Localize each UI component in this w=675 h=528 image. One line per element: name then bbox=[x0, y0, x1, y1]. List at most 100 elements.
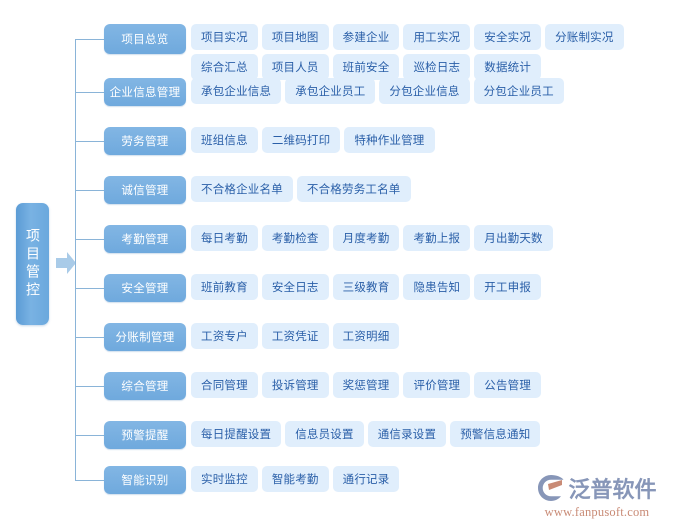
leaf-node[interactable]: 合同管理 bbox=[191, 372, 258, 398]
category-node[interactable]: 综合管理 bbox=[104, 372, 186, 400]
category-node[interactable]: 诚信管理 bbox=[104, 176, 186, 204]
category-node[interactable]: 安全管理 bbox=[104, 274, 186, 302]
leaf-node[interactable]: 通行记录 bbox=[332, 466, 400, 492]
leaf-label: 隐患告知 bbox=[413, 282, 461, 294]
category-node[interactable]: 项目总览 bbox=[104, 24, 186, 54]
category-label: 智能识别 bbox=[121, 475, 169, 487]
leaf-node[interactable]: 承包企业员工 bbox=[285, 78, 376, 104]
connector-branch bbox=[75, 386, 104, 387]
leaf-label: 分包企业员工 bbox=[483, 86, 554, 98]
category-row: 安全管理 班前教育 安全日志三级教育 隐患告知 开工申报 bbox=[104, 274, 542, 302]
child-group: 班组信息 二维码打印特种作业管理 bbox=[191, 127, 435, 153]
leaf-node[interactable]: 月出勤天数 bbox=[474, 225, 553, 251]
leaf-node[interactable]: 安全实况 bbox=[474, 24, 542, 50]
leaf-label: 数据统计 bbox=[484, 62, 532, 74]
leaf-node[interactable]: 智能考勤 bbox=[261, 466, 329, 492]
leaf-node[interactable]: 不合格劳务工名单 bbox=[296, 176, 411, 202]
leaf-node[interactable]: 隐患告知 bbox=[403, 274, 471, 300]
leaf-node[interactable]: 奖惩管理 bbox=[332, 372, 400, 398]
category-node[interactable]: 预警提醒 bbox=[104, 421, 186, 449]
leaf-label: 每日考勤 bbox=[201, 233, 248, 245]
child-group: 合同管理 投诉管理 奖惩管理 评价管理 公告管理 bbox=[191, 372, 542, 398]
category-node[interactable]: 考勤管理 bbox=[104, 225, 186, 253]
leaf-node[interactable]: 每日提醒设置 bbox=[191, 421, 282, 447]
leaf-node[interactable]: 项目实况 bbox=[191, 24, 258, 50]
child-subrow: 合同管理 投诉管理 奖惩管理 评价管理 公告管理 bbox=[191, 372, 542, 398]
leaf-node[interactable]: 分包企业信息 bbox=[379, 78, 470, 104]
connector-branch bbox=[75, 239, 104, 240]
leaf-node[interactable]: 项目人员 bbox=[261, 54, 329, 80]
leaf-node[interactable]: 班组信息 bbox=[191, 127, 258, 153]
leaf-label: 不合格劳务工名单 bbox=[306, 184, 401, 196]
leaf-label: 参建企业 bbox=[342, 32, 390, 44]
leaf-node[interactable]: 不合格企业名单 bbox=[191, 176, 293, 202]
leaf-label: 考勤上报 bbox=[413, 233, 461, 245]
leaf-label: 承包企业员工 bbox=[295, 86, 366, 98]
leaf-node[interactable]: 预警信息通知 bbox=[450, 421, 541, 447]
leaf-node[interactable]: 每日考勤 bbox=[191, 225, 258, 251]
leaf-node[interactable]: 考勤上报 bbox=[403, 225, 471, 251]
leaf-label: 奖惩管理 bbox=[342, 380, 390, 392]
child-subrow: 综合汇总项目人员班前安全 巡检日志 数据统计 bbox=[191, 54, 624, 80]
leaf-node[interactable]: 工资明细 bbox=[332, 323, 400, 349]
brand-name: 泛普软件 bbox=[568, 478, 657, 503]
category-label: 综合管理 bbox=[121, 381, 169, 393]
category-label: 分账制管理 bbox=[115, 332, 175, 344]
fanpu-logo-icon bbox=[537, 474, 565, 502]
leaf-node[interactable]: 工资凭证 bbox=[261, 323, 329, 349]
leaf-node[interactable]: 月度考勤 bbox=[332, 225, 400, 251]
leaf-node[interactable]: 考勤检查 bbox=[261, 225, 329, 251]
child-subrow: 班前教育 安全日志三级教育 隐患告知 开工申报 bbox=[191, 274, 542, 300]
leaf-node[interactable]: 分账制实况 bbox=[545, 24, 624, 50]
category-row: 诚信管理 不合格企业名单 不合格劳务工名单 bbox=[104, 176, 411, 204]
leaf-node[interactable]: 工资专户 bbox=[191, 323, 258, 349]
connector-branch bbox=[75, 337, 104, 338]
leaf-node[interactable]: 参建企业 bbox=[332, 24, 400, 50]
root-node-project-control[interactable]: 项目管控 bbox=[16, 203, 49, 325]
leaf-node[interactable]: 二维码打印 bbox=[261, 127, 341, 153]
leaf-node[interactable]: 特种作业管理 bbox=[344, 127, 435, 153]
leaf-node[interactable]: 班前安全 bbox=[332, 54, 400, 80]
leaf-node[interactable]: 数据统计 bbox=[474, 54, 542, 80]
leaf-node[interactable]: 班前教育 bbox=[191, 274, 258, 300]
leaf-label: 合同管理 bbox=[201, 380, 248, 392]
leaf-label: 工资明细 bbox=[342, 331, 390, 343]
leaf-label: 班前教育 bbox=[201, 282, 248, 294]
leaf-node[interactable]: 巡检日志 bbox=[403, 54, 471, 80]
category-label: 项目总览 bbox=[121, 34, 169, 46]
leaf-node[interactable]: 投诉管理 bbox=[261, 372, 329, 398]
category-label: 安全管理 bbox=[121, 283, 169, 295]
leaf-node[interactable]: 评价管理 bbox=[403, 372, 471, 398]
leaf-node[interactable]: 安全日志 bbox=[261, 274, 329, 300]
leaf-node[interactable]: 用工实况 bbox=[403, 24, 471, 50]
leaf-label: 智能考勤 bbox=[271, 474, 319, 486]
leaf-label: 用工实况 bbox=[413, 32, 461, 44]
leaf-label: 每日提醒设置 bbox=[201, 429, 272, 441]
category-node[interactable]: 智能识别 bbox=[104, 466, 186, 494]
leaf-label: 评价管理 bbox=[413, 380, 461, 392]
leaf-label: 月出勤天数 bbox=[484, 233, 543, 245]
leaf-node[interactable]: 项目地图 bbox=[261, 24, 329, 50]
category-node[interactable]: 企业信息管理 bbox=[104, 78, 186, 106]
leaf-node[interactable]: 开工申报 bbox=[474, 274, 542, 300]
child-subrow: 每日考勤 考勤检查月度考勤 考勤上报 月出勤天数 bbox=[191, 225, 553, 251]
right-arrow-icon bbox=[55, 250, 77, 276]
category-row: 项目总览 项目实况项目地图 参建企业 用工实况 安全实况分账制实况综合汇总项目人员班前安… bbox=[104, 24, 624, 80]
leaf-node[interactable]: 通信录设置 bbox=[367, 421, 447, 447]
category-row: 综合管理 合同管理 投诉管理 奖惩管理 评价管理 公告管理 bbox=[104, 372, 542, 400]
leaf-node[interactable]: 实时监控 bbox=[191, 466, 258, 492]
leaf-node[interactable]: 信息员设置 bbox=[285, 421, 364, 447]
leaf-node[interactable]: 三级教育 bbox=[332, 274, 400, 300]
category-node[interactable]: 劳务管理 bbox=[104, 127, 186, 155]
category-node[interactable]: 分账制管理 bbox=[104, 323, 186, 351]
leaf-node[interactable]: 公告管理 bbox=[474, 372, 542, 398]
leaf-node[interactable]: 分包企业员工 bbox=[473, 78, 564, 104]
leaf-node[interactable]: 综合汇总 bbox=[191, 54, 258, 80]
leaf-node[interactable]: 承包企业信息 bbox=[191, 78, 282, 104]
leaf-label: 实时监控 bbox=[201, 474, 248, 486]
leaf-label: 班组信息 bbox=[201, 135, 248, 147]
category-label: 诚信管理 bbox=[121, 185, 169, 197]
connector-branch bbox=[75, 92, 104, 93]
leaf-label: 巡检日志 bbox=[413, 62, 461, 74]
